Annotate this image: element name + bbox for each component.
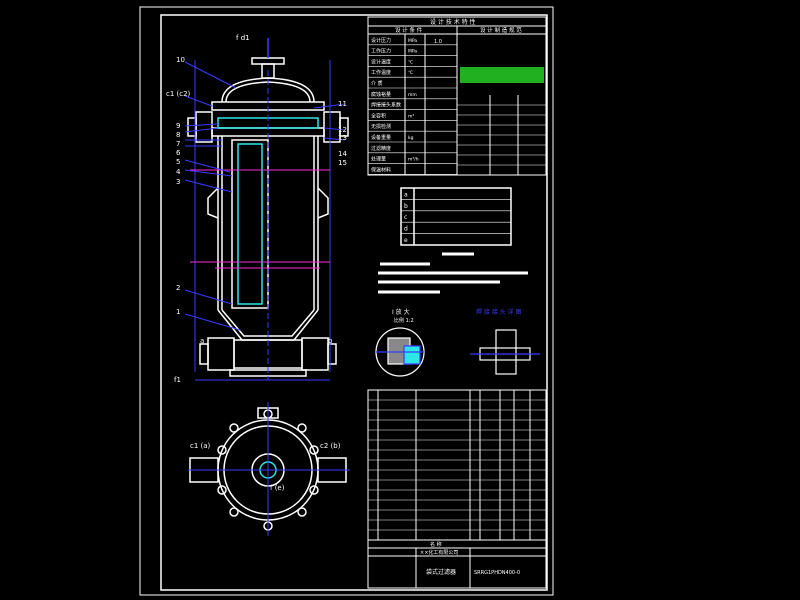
plan-centerlines	[188, 402, 350, 536]
leader-lines	[184, 61, 346, 331]
tech-row-label: 设计压力	[371, 37, 391, 44]
leader-label: 10	[176, 56, 185, 64]
nozzle-row-mark: d	[404, 226, 408, 233]
tech-row-unit: ℃	[408, 59, 413, 65]
leader-label: 6	[176, 149, 181, 157]
leader-label: c1 (c2)	[166, 90, 191, 98]
weld-detail	[470, 329, 540, 375]
tech-row-label: 工作压力	[371, 48, 391, 55]
nozzle-row-mark: b	[404, 203, 408, 210]
nozzle-row-mark: c	[404, 214, 407, 221]
vessel-dimension-lines	[190, 60, 331, 381]
leader-label: a	[200, 337, 204, 345]
tech-table-header-right: 设 计 制 造 规 范	[480, 26, 522, 34]
leader-label: b	[328, 337, 333, 345]
leader-label: 11	[338, 100, 347, 108]
tech-row-label: 介 质	[371, 80, 383, 87]
tech-row-label: 无损检测	[371, 123, 391, 130]
leader-label: 8	[176, 131, 180, 139]
tech-row-label: 工作温度	[371, 69, 391, 76]
leader-labels-left: 10 c1 (c2) 9 8 7 6 5 4 3 2 1 a f1	[166, 56, 204, 384]
plan-label-center: f (e)	[270, 484, 285, 492]
leader-label: 3	[176, 178, 180, 186]
plan-label-c2: c2 (b)	[320, 442, 341, 450]
tech-row-unit: m³	[408, 113, 414, 119]
tech-highlight-value: 1.0	[434, 39, 442, 45]
flange-detail	[375, 327, 425, 377]
tech-row-label: 设备重量	[371, 134, 391, 141]
nozzle-row-mark: e	[404, 237, 408, 244]
tech-row-label: 处理量	[371, 156, 386, 163]
leader-label: 13	[338, 134, 347, 142]
tech-row-unit: m³/h	[408, 157, 419, 163]
technical-notes	[378, 262, 528, 294]
outer-border	[139, 6, 554, 596]
project-name: ××化工有限公司	[420, 549, 458, 556]
tech-row-label: 全容积	[371, 112, 386, 119]
tech-table-title: 设 计 技 术 特 性	[430, 18, 476, 26]
tech-row-unit: ℃	[408, 70, 413, 76]
title-block-header: 名 称	[430, 541, 442, 548]
leader-label: 4	[176, 168, 181, 176]
leader-label: 14	[338, 150, 347, 158]
drawing-number: SRRG1PHDN400-0	[474, 570, 520, 576]
leader-label: 9	[176, 122, 180, 130]
tech-row-label: 腐蚀裕量	[371, 91, 391, 98]
plan-label-c1: c1 (a)	[190, 442, 211, 450]
tech-spec-table	[367, 16, 547, 176]
green-note-box	[460, 67, 544, 83]
nozzle-table	[400, 187, 512, 246]
tech-table-header-left: 设 计 条 件	[395, 26, 423, 34]
nozzle-row-mark: a	[404, 191, 408, 198]
tech-row-unit: kg	[408, 135, 414, 141]
leader-label: 12	[338, 126, 347, 134]
tech-row-label: 保温材料	[371, 166, 391, 173]
parts-list	[367, 389, 547, 541]
leader-label: 2	[176, 284, 180, 292]
part-name: 袋式过滤器	[426, 568, 456, 576]
tech-row-unit: MPa	[408, 49, 417, 55]
tech-row-label: 焊接接头系数	[371, 102, 401, 109]
tech-row-label: 设计温度	[371, 58, 391, 65]
vessel-elevation	[187, 38, 349, 377]
inner-border	[160, 14, 548, 591]
title-block	[367, 539, 547, 589]
leader-label: 7	[176, 140, 180, 148]
leader-label: 1	[176, 308, 180, 316]
leader-label: 5	[176, 158, 180, 166]
tech-row-label: 过滤精度	[371, 145, 391, 152]
detail-scale: 比例 1:2	[394, 317, 414, 324]
leader-labels-right: 11 12 13 14 15 b	[328, 100, 347, 345]
tech-row-unit: MPa	[408, 38, 417, 44]
parts-list-rows	[368, 399, 546, 531]
leader-label: 15	[338, 159, 347, 167]
leader-label: f1	[174, 376, 181, 384]
detail-title: I 放 大	[392, 308, 410, 316]
top-nozzle-label: f d1	[236, 34, 250, 42]
weld-detail-title: 焊 接 接 头 详 图	[476, 308, 522, 316]
tech-row-unit: mm	[408, 93, 417, 98]
